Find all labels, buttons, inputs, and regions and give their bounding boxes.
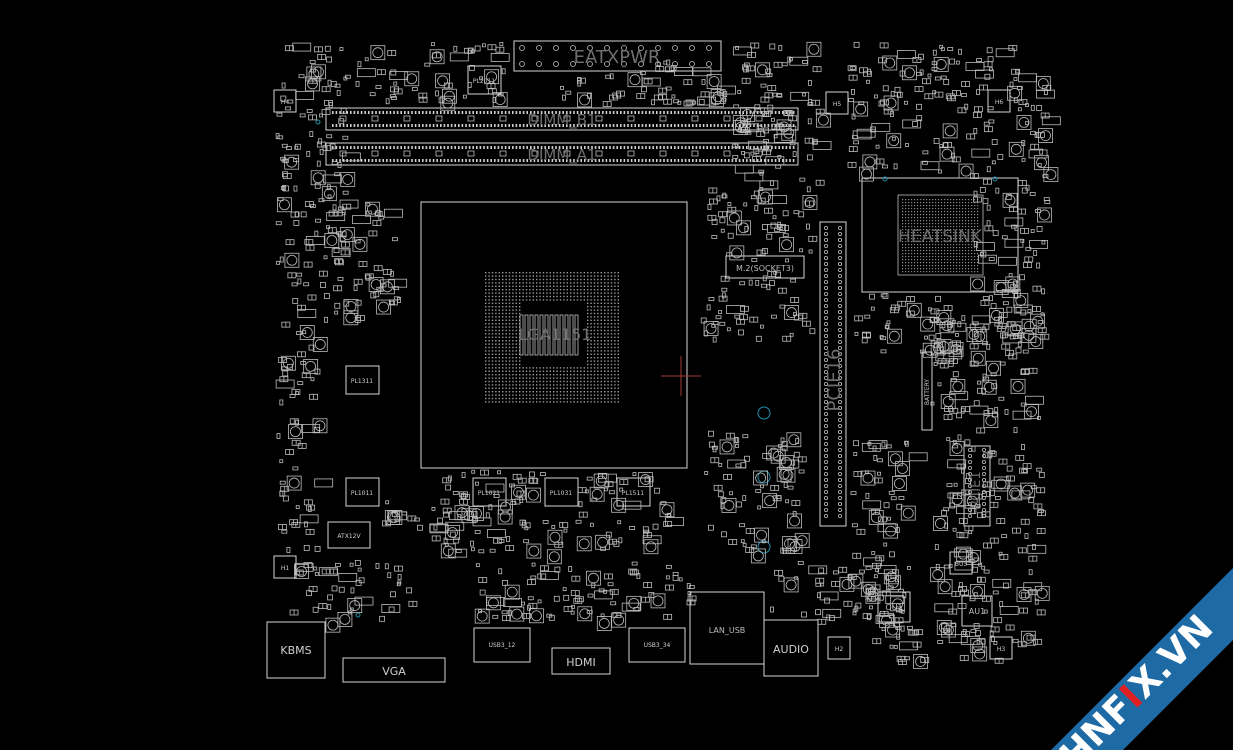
cpu-socket-label: LGA1151 bbox=[519, 325, 592, 344]
eatxpwr-connector: EATXPWR bbox=[513, 40, 722, 72]
h5-label: H5 bbox=[833, 101, 842, 108]
battery-label: BATTERY bbox=[924, 379, 931, 406]
pcie16-slot: PCIE16 bbox=[819, 221, 847, 527]
eatxpwr-label: EATXPWR bbox=[574, 47, 661, 68]
m2-label: M.2(SOCKET3) bbox=[736, 264, 794, 273]
h2-label: H2 bbox=[835, 646, 844, 653]
super-io-chips: OU1 AU1 BU3 bbox=[877, 551, 993, 627]
kbms-label: KBMS bbox=[280, 644, 311, 657]
rear-io-ports: KBMS VGA USB3_12 HDMI USB3_34 LAN_USB AU… bbox=[266, 591, 819, 683]
chipset-heatsink: HEATSINK bbox=[861, 177, 1019, 293]
bu3-label: BU3 bbox=[955, 561, 968, 568]
heatsink-label: HEATSINK bbox=[898, 227, 983, 247]
pcie16-label: PCIE16 bbox=[824, 348, 845, 411]
screw-holes: H4 H5 H6 H1 H2 H3 bbox=[273, 89, 1013, 660]
vga-label: VGA bbox=[382, 665, 406, 678]
dimm-a1-slot: DIMM_A1 bbox=[325, 142, 799, 166]
smd-components bbox=[275, 41, 1061, 669]
pl1011-label: PL1011 bbox=[351, 490, 373, 497]
atx12v-connector: ATX12V bbox=[327, 521, 371, 549]
usb3-12-label: USB3_12 bbox=[489, 642, 516, 649]
dimm-b1-slot: DIMM_B1 bbox=[325, 107, 799, 131]
atx12v-label: ATX12V bbox=[337, 533, 361, 540]
mount-holes bbox=[315, 119, 998, 618]
pl1311-label: PL1311 bbox=[351, 378, 373, 385]
hdmi-label: HDMI bbox=[566, 656, 595, 669]
m2-socket: M.2(SOCKET3) bbox=[725, 255, 805, 279]
battery-holder: BATTERY bbox=[921, 351, 933, 431]
usb3-34-label: USB3_34 bbox=[644, 642, 671, 649]
audio-label: AUDIO bbox=[773, 643, 809, 656]
vrm-chokes: PL1311 PL1011 PL1021 PL1031 PL1511 PL201… bbox=[345, 65, 651, 507]
pl1021-label: PL1021 bbox=[478, 490, 500, 497]
watermark-band bbox=[1051, 568, 1233, 750]
dimm-a1-label: DIMM_A1 bbox=[527, 146, 596, 165]
h6-label: H6 bbox=[995, 99, 1004, 106]
h1-label: H1 bbox=[281, 565, 290, 572]
lan-usb-label: LAN_USB bbox=[709, 626, 746, 635]
dimm-b1-label: DIMM_B1 bbox=[527, 111, 596, 130]
h4-label: H4 bbox=[281, 99, 290, 106]
pl1511-label: PL1511 bbox=[622, 490, 644, 497]
pl2011-label: PL2011 bbox=[473, 78, 495, 85]
pl1031-label: PL1031 bbox=[550, 490, 572, 497]
hnfix-watermark: HNFIX.VN bbox=[1051, 568, 1233, 750]
cpu-socket: LGA1151 bbox=[420, 201, 701, 469]
au1-label: AU1 bbox=[969, 607, 985, 616]
h3-label: H3 bbox=[997, 646, 1006, 653]
